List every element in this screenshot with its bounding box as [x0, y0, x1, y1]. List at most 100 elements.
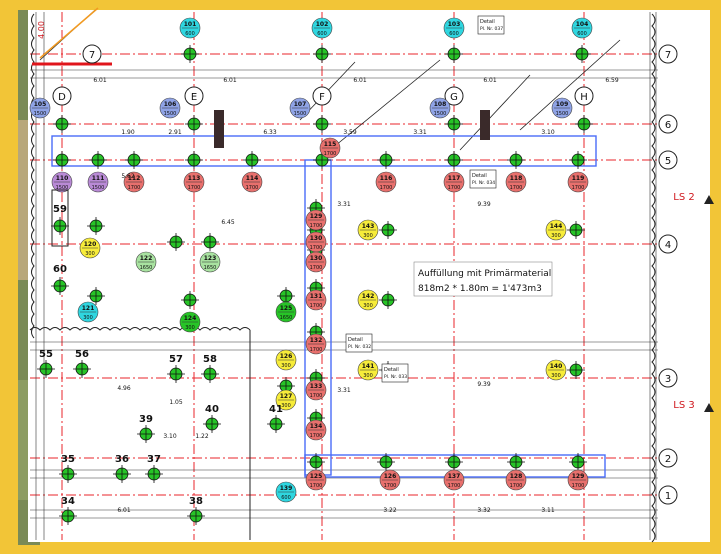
- pile-number-40: 40: [205, 404, 219, 415]
- misc-dimension: 3.31: [337, 201, 351, 208]
- axis-bubble-right-1: [658, 485, 678, 505]
- axis-bubble-left-7-label: 7: [89, 50, 95, 61]
- diagonal-line: [459, 74, 531, 151]
- axis-bubble-left-7: [82, 44, 102, 64]
- axis-bubble-H: [574, 86, 594, 106]
- marker-right-diameter: 300: [363, 303, 373, 309]
- axis-bubble-right-7: [658, 44, 678, 64]
- marker-row5-diameter: 1500: [56, 185, 69, 191]
- marker-right-number: 142: [362, 293, 375, 300]
- marker-mid-number: 124: [184, 315, 197, 322]
- axis-bubble-H-label: H: [580, 92, 588, 103]
- detail-box: [477, 15, 505, 35]
- marker-bottom-diameter: 1700: [572, 483, 585, 489]
- pile-number-58: 58: [203, 354, 217, 365]
- fill-note-box: [413, 261, 553, 297]
- marker-bottom-number: 139: [280, 485, 293, 492]
- marker-bottom-diameter: 1700: [384, 483, 397, 489]
- marker-column-f-number: 130: [310, 255, 323, 262]
- pile-number-37: 37: [147, 454, 161, 465]
- misc-dimension: 5.62: [121, 173, 135, 180]
- pile-group-frame: [51, 189, 69, 247]
- marker-mid-diameter: 300: [85, 251, 95, 257]
- marker-column-f-number: 132: [310, 337, 323, 344]
- marker-bottom-diameter: 1700: [310, 483, 323, 489]
- marker-row5-number: 114: [246, 175, 259, 182]
- pile-number-60: 60: [53, 264, 67, 275]
- marker-column-f-number: 130: [310, 235, 323, 242]
- marker-bottom-diameter: 1700: [448, 483, 461, 489]
- row-dimension: 3.31: [413, 129, 427, 136]
- axis-bubble-E-label: E: [191, 92, 197, 103]
- detail-plan-number: Pl. Nr. 037: [480, 26, 503, 32]
- marker-column-f-diameter: 1700: [310, 393, 323, 399]
- row-dimension: 1.90: [121, 129, 135, 136]
- detail-title: Detail: [384, 367, 399, 373]
- marker-right-diameter: 300: [363, 233, 373, 239]
- detail-plan-number: Pl. Nr. 033: [384, 374, 407, 380]
- pile-number-57: 57: [169, 354, 183, 365]
- fill-note-line1: Auffüllung mit Primärmaterial: [418, 269, 551, 279]
- marker-row5-diameter: 1700: [380, 185, 393, 191]
- marker-mid-diameter: 300: [281, 363, 291, 369]
- marker-mid-number: 123: [204, 255, 217, 262]
- axis-bubble-right-7-label: 7: [665, 50, 671, 61]
- marker-mid-diameter: 1650: [280, 315, 293, 321]
- misc-dimension: 6.45: [221, 219, 235, 226]
- detail-box: [469, 169, 497, 189]
- misc-dimension: 1.05: [169, 399, 183, 406]
- row-dimension: 3.10: [541, 129, 555, 136]
- break-line-right: [651, 13, 656, 543]
- marker-right-diameter: 300: [363, 373, 373, 379]
- marker-row6-number: 106: [164, 101, 177, 108]
- marker-top-number: 102: [316, 21, 329, 28]
- top-dimension: 6.01: [483, 77, 497, 84]
- pile-number-55: 55: [39, 349, 53, 360]
- marker-mid-diameter: 300: [83, 315, 93, 321]
- diagonal-line: [329, 59, 441, 151]
- grid-lines: [29, 7, 660, 543]
- ls2-triangle: [704, 195, 714, 204]
- axis-bubble-right-1-label: 1: [665, 491, 671, 502]
- marker-row6-diameter: 1500: [556, 111, 569, 117]
- top-dimension: 6.59: [605, 77, 619, 84]
- axis-bubble-right-6-label: 6: [665, 120, 671, 131]
- misc-dimension: 1.22: [195, 433, 209, 440]
- axis-bubble-F-label: F: [319, 92, 325, 103]
- marker-row5-number: 118: [510, 175, 523, 182]
- fill-note-line2: 818m2 * 1.80m = 1'473m3: [418, 284, 542, 294]
- misc-dimension: 3.10: [163, 433, 177, 440]
- marker-row5-number: 111: [92, 175, 105, 182]
- pile-number-38: 38: [189, 496, 203, 507]
- marker-row5-diameter: 1700: [128, 185, 141, 191]
- marker-row5-number: 113: [188, 175, 201, 182]
- marker-bottom-number: 129: [572, 473, 585, 480]
- ls3-label: LS 3: [673, 400, 694, 411]
- sheet-pile-wall: [214, 110, 224, 148]
- pile-number-35: 35: [61, 454, 75, 465]
- axis-bubble-right-2-label: 2: [665, 454, 671, 465]
- detail-box: [345, 333, 373, 353]
- axis-bubble-right-2: [658, 448, 678, 468]
- marker-bottom-number: 125: [310, 473, 323, 480]
- marker-row5-diameter: 1700: [246, 185, 259, 191]
- axis-bubble-D-label: D: [58, 92, 66, 103]
- pointer-line: [39, 7, 99, 59]
- marker-row5-diameter: 1700: [188, 185, 201, 191]
- marker-mid-number: 122: [140, 255, 153, 262]
- marker-row5-number: 110: [56, 175, 69, 182]
- marker-mid-diameter: 300: [185, 325, 195, 331]
- marker-top-diameter: 600: [577, 31, 587, 37]
- detail-title: Detail: [348, 337, 363, 343]
- row-dimension: 6.33: [263, 129, 277, 136]
- marker-mid-number: 126: [280, 353, 293, 360]
- axis-bubble-right-5-label: 5: [665, 156, 671, 167]
- axis-bubble-G-label: G: [450, 92, 458, 103]
- marker-mid-number: 127: [280, 393, 293, 400]
- marker-bottom-diameter: 600: [281, 495, 291, 501]
- marker-row5-number: 119: [572, 175, 585, 182]
- axis-bubble-F: [312, 86, 332, 106]
